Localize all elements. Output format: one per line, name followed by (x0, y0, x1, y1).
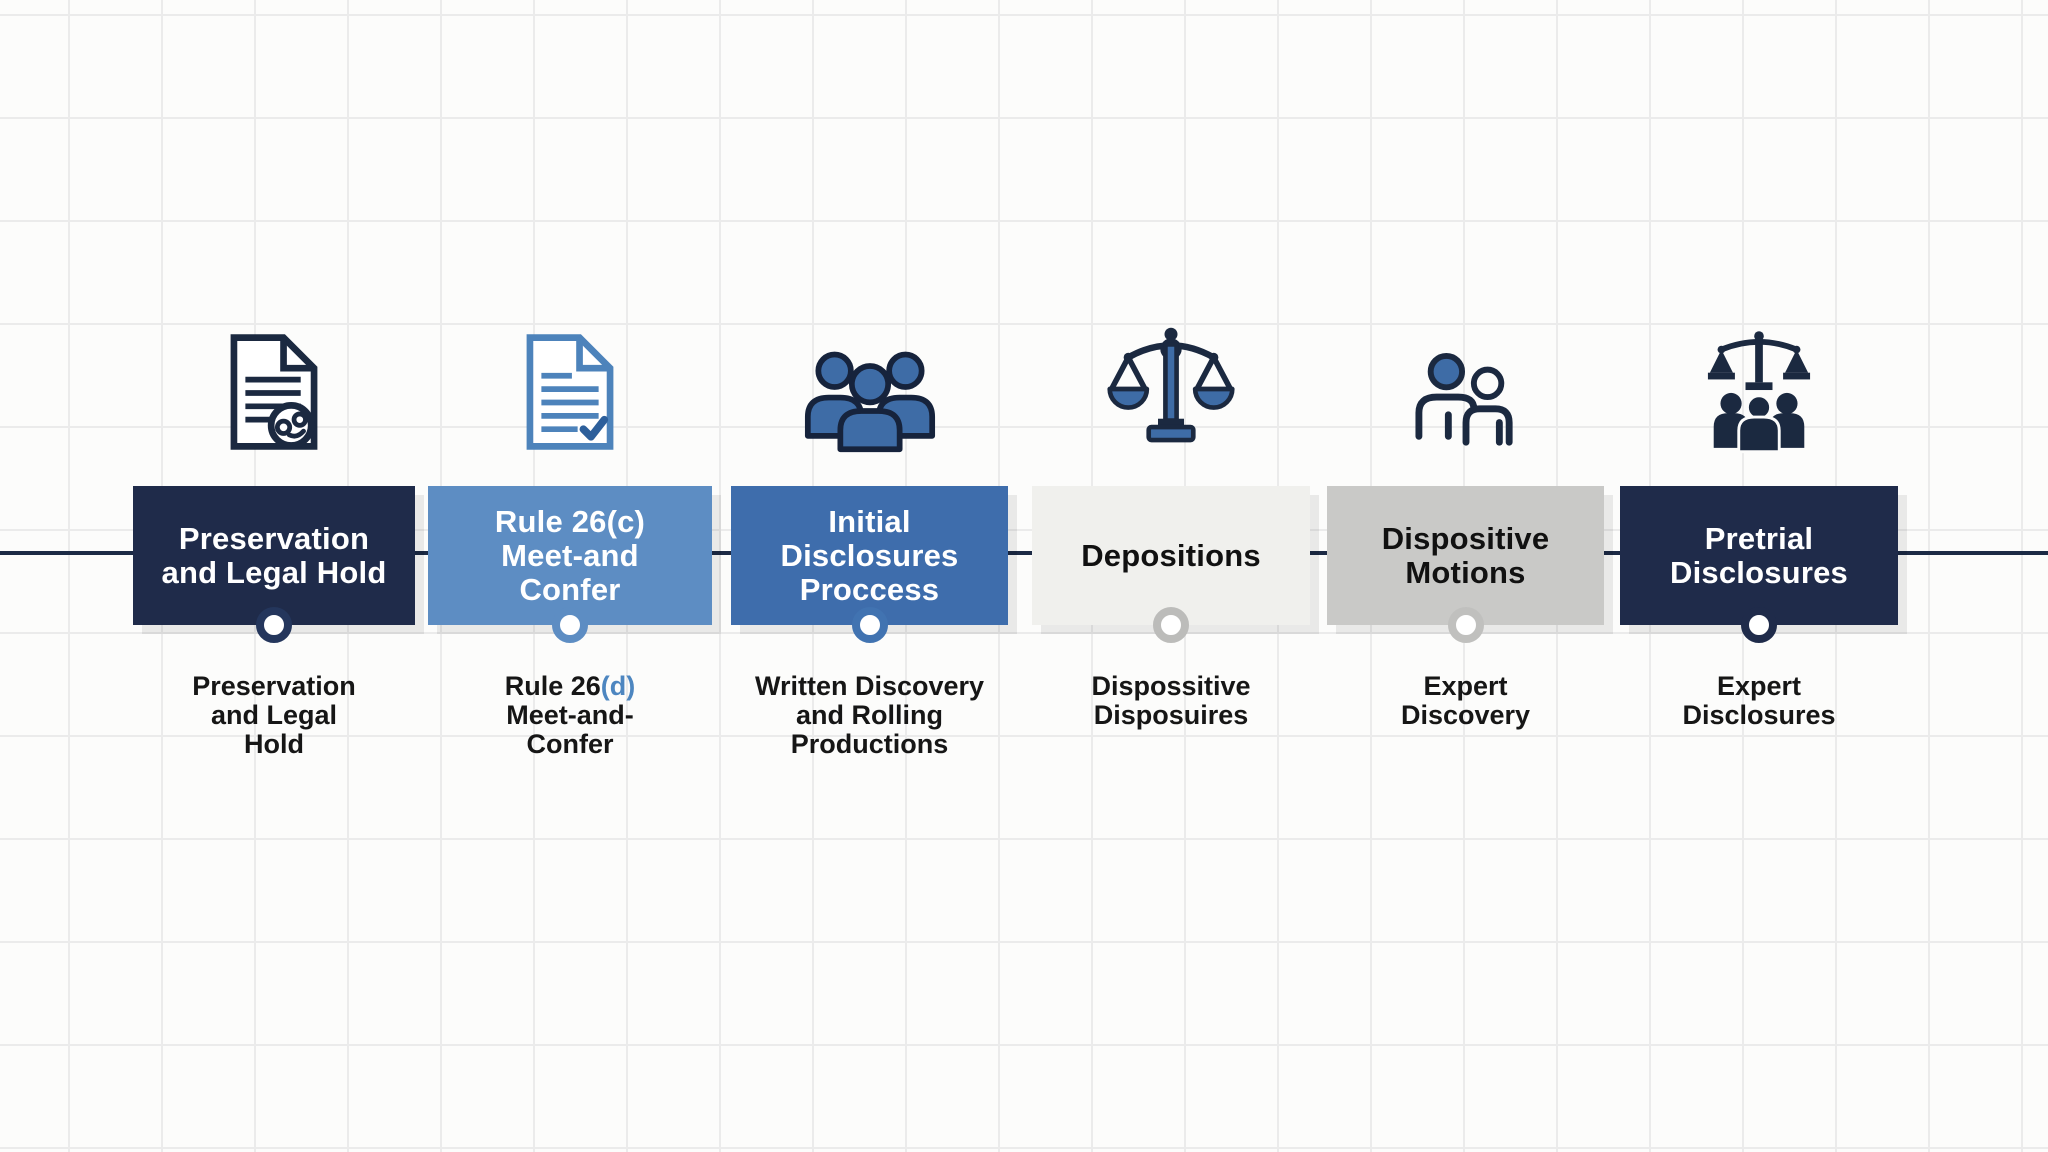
caption-line: Disposuires (1093, 700, 1249, 730)
document-check-icon (428, 322, 712, 454)
stage-title: Preservation and Legal Hold (161, 520, 387, 590)
caption-line: Disclosures (1682, 700, 1836, 730)
caption-line: Expert (1423, 671, 1508, 701)
timeline-node (1153, 607, 1189, 643)
stage-title: Depositions (1081, 537, 1261, 573)
stage-box: Depositions (1032, 486, 1310, 625)
caption-line: Preservation (192, 671, 356, 701)
scales-icon (1032, 322, 1310, 454)
caption-line: Rule 26(d) (408, 672, 732, 701)
people-group-icon (731, 322, 1008, 454)
timeline-node (851, 607, 888, 643)
stage-title-line: Motions (1405, 554, 1526, 590)
stage-box: Preservation and Legal Hold (133, 486, 415, 625)
stage-preservation-and-legal-hold: Preservation and Legal Hold Preservation… (133, 0, 415, 1152)
timeline-node (552, 607, 588, 643)
stage-caption: Preservation and Legal Hold (113, 672, 435, 759)
stage-title-line: Dispositive (1381, 520, 1550, 556)
timeline-node (1447, 607, 1484, 643)
caption-line: Written Discovery (754, 671, 985, 701)
stage-title-line: Meet-and (501, 537, 639, 573)
stage-title-line: Confer (519, 571, 621, 607)
caption-text: Rule 26 (504, 671, 601, 701)
stage-title-line: Preservation (178, 520, 370, 556)
stage-box: Rule 26(c) Meet-and Confer (428, 486, 712, 625)
caption-line: Hold (244, 729, 304, 759)
scales-people-icon (1620, 322, 1898, 454)
stage-box: Dispositive Motions (1327, 486, 1604, 625)
stage-caption: Expert Disclosures (1600, 672, 1918, 730)
stage-title-line: and Legal Hold (161, 554, 387, 590)
stage-title-line: Depositions (1081, 537, 1261, 573)
stage-initial-disclosures: Initial Disclosures Proccess Written Dis… (731, 0, 1008, 1152)
caption-line: and Legal (210, 700, 338, 730)
stage-box: Pretrial Disclosures (1620, 486, 1898, 625)
caption-accent: (d) (600, 671, 636, 701)
stage-caption: Rule 26(d) Meet-and- Confer (408, 672, 732, 759)
stage-title-line: Pretrial (1704, 520, 1814, 556)
stage-title-line: Initial (828, 503, 911, 539)
timeline-node (256, 607, 292, 643)
stage-title-line: Disclosures (780, 537, 959, 573)
caption-line: and Rolling (796, 700, 943, 730)
stage-rule-26-meet-and-confer: Rule 26(c) Meet-and Confer Rule 26(d) Me… (428, 0, 712, 1152)
caption-line: Expert (1716, 671, 1802, 701)
two-people-icon (1327, 322, 1604, 454)
stage-depositions: Depositions Dispossitive Disposuires (1032, 0, 1310, 1152)
caption-line: Productions (790, 729, 949, 759)
stage-box: Initial Disclosures Proccess (731, 486, 1008, 625)
timeline-axis (0, 551, 2048, 555)
stage-caption: Dispossitive Disposuires (1012, 672, 1330, 730)
caption-line: Meet-and- (506, 700, 634, 730)
stage-title: Rule 26(c) Meet-and Confer (494, 503, 646, 607)
timeline-node (1741, 607, 1777, 643)
document-seal-icon (133, 322, 415, 454)
stage-title: Initial Disclosures Proccess (780, 503, 959, 607)
caption-line: Confer (526, 729, 614, 759)
stage-dispositive-motions: Dispositive Motions Expert Discovery (1327, 0, 1604, 1152)
caption-line: Dispossitive (1091, 671, 1251, 701)
stage-title-line: Proccess (799, 571, 940, 607)
stage-title: Dispositive Motions (1381, 520, 1550, 590)
caption-line: Discovery (1400, 700, 1531, 730)
stage-title-line: Rule 26(c) (494, 503, 646, 539)
stage-title-line: Disclosures (1670, 554, 1848, 590)
stage-caption: Written Discovery and Rolling Production… (711, 672, 1028, 759)
stage-pretrial-disclosures: Pretrial Disclosures Expert Disclosures (1620, 0, 1898, 1152)
stage-caption: Expert Discovery (1307, 672, 1624, 730)
stage-title: Pretrial Disclosures (1670, 520, 1848, 590)
